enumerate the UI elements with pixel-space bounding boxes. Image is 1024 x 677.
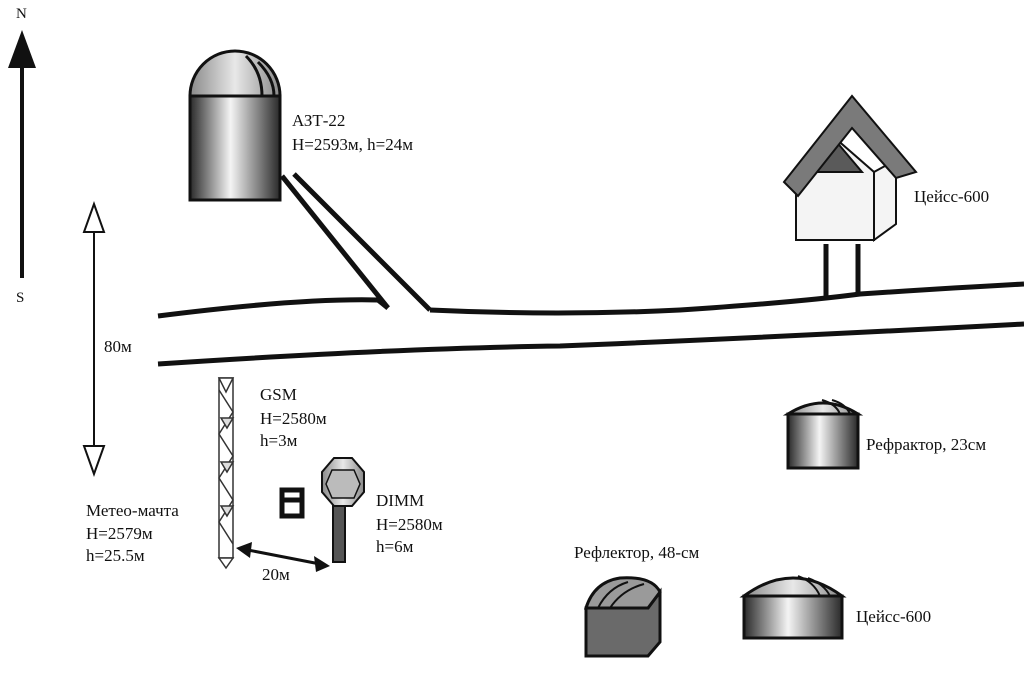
gsm-altitude-label: Н=2580м — [260, 409, 327, 428]
zeiss600-house-icon — [782, 94, 918, 242]
refractor-dome-icon — [782, 399, 864, 470]
scale-arrow-horizontal-icon — [236, 542, 330, 572]
mast-name-label: Метео-мачта — [86, 501, 179, 520]
meteo-mast-icon — [217, 377, 235, 570]
azt22-name-label: АЗТ-22 — [292, 111, 346, 130]
gsm-name-label: GSM — [260, 385, 297, 404]
scale-vertical-label: 80м — [104, 337, 132, 356]
zeiss600-dome-icon — [739, 575, 847, 640]
azt22-heights-label: Н=2593м, h=24м — [292, 135, 413, 154]
reflector-building-icon — [583, 576, 662, 658]
reflector-label: Рефлектор, 48-см — [574, 543, 700, 562]
scale-arrow-vertical-icon — [82, 201, 106, 477]
dimm-name-label: DIMM — [376, 491, 425, 510]
mast-altitude-label: Н=2579м — [86, 524, 153, 543]
zeiss-house-label: Цейсс-600 — [914, 187, 990, 206]
north-arrow-icon — [8, 30, 36, 278]
dimm-instrument-icon — [321, 457, 365, 563]
zeiss-dome-label: Цейсс-600 — [856, 607, 932, 626]
gsm-height-label: h=3м — [260, 431, 298, 450]
road-lines — [157, 172, 1024, 367]
azt22-telescope-tower-icon — [188, 49, 282, 202]
scale-horizontal-label: 20м — [262, 565, 290, 584]
mast-height-label: h=25.5м — [86, 546, 145, 565]
dimm-altitude-label: Н=2580м — [376, 515, 443, 534]
dimm-height-label: h=6м — [376, 537, 414, 556]
small-hut-icon — [279, 487, 305, 519]
compass-north-label: N — [16, 6, 27, 22]
compass-south-label: S — [16, 290, 25, 306]
refractor-label: Рефрактор, 23см — [866, 435, 987, 454]
